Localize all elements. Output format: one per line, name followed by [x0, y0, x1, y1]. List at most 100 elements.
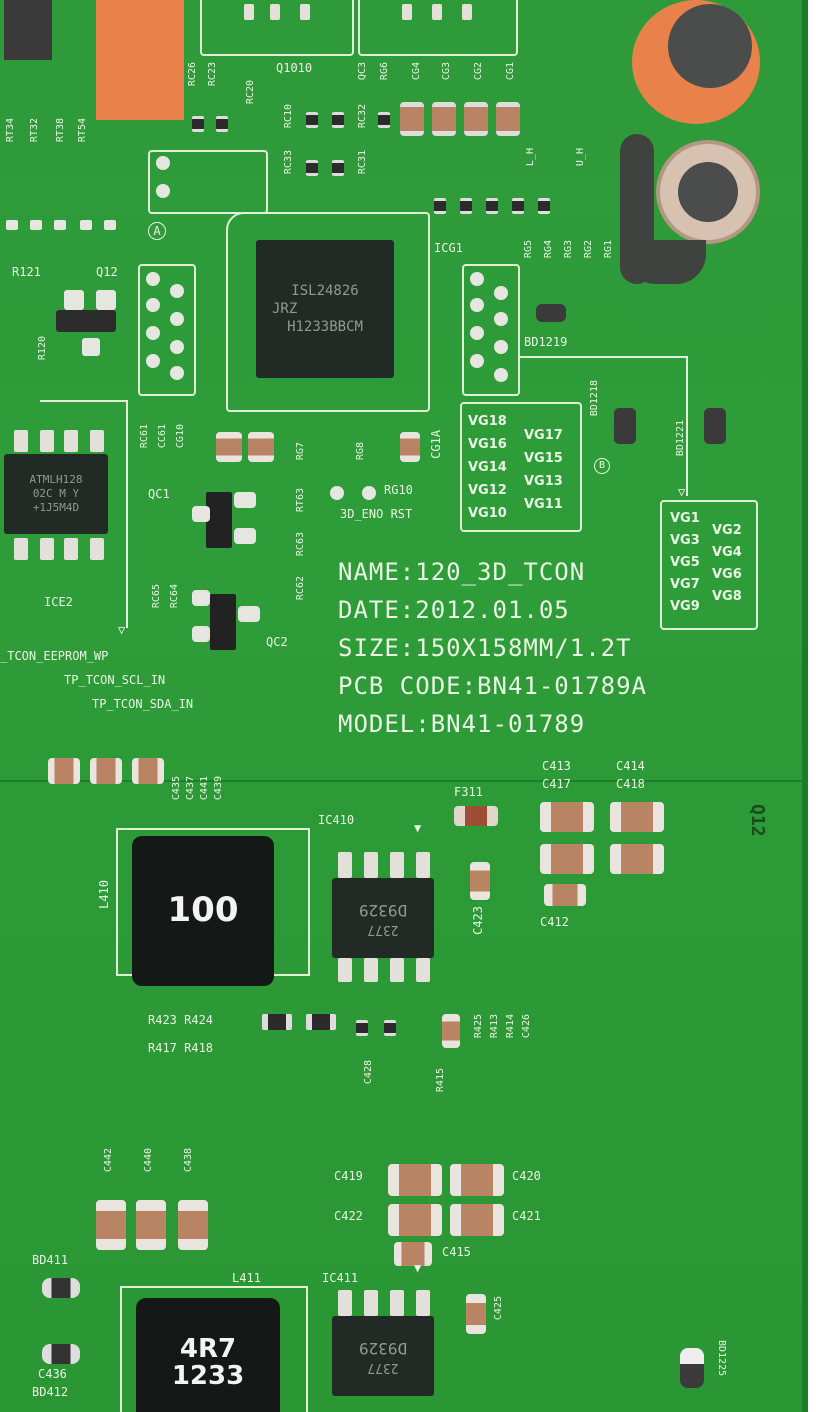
pin-pad [470, 272, 484, 286]
label-rg5: RG5 [523, 240, 534, 259]
label-c418: C418 [616, 777, 645, 791]
label-cg2: CG2 [473, 62, 484, 81]
label-rg1: RG1 [603, 240, 614, 259]
label-rc31: RC31 [357, 150, 368, 175]
ic410-chip: 2377 D9329 [332, 878, 434, 958]
resistor [332, 112, 344, 128]
label-cg4: CG4 [411, 62, 422, 81]
capacitor-c417 [540, 844, 594, 874]
resistor [384, 1020, 396, 1036]
resistor [306, 160, 318, 176]
capacitor-c414 [610, 802, 664, 832]
label-bd412: BD412 [32, 1385, 69, 1399]
label-c412: C412 [540, 915, 569, 929]
vg-label: VG18 [468, 414, 507, 429]
vg-label: VG1 [670, 511, 700, 526]
pin [338, 1290, 352, 1316]
capacitor-c412 [544, 884, 586, 906]
label-c426: C426 [521, 1014, 532, 1039]
label-rg8: RG8 [355, 442, 366, 461]
pin-pad [470, 298, 484, 312]
capacitor-c426 [442, 1014, 460, 1048]
label-r415: R415 [435, 1068, 446, 1093]
vg-left-col1: VG18 VG16 VG14 VG12 VG10 [468, 410, 507, 525]
label-r413: R413 [489, 1014, 500, 1039]
main-ic-line2: JRZ [272, 300, 298, 317]
label-rc23: RC23 [207, 62, 218, 87]
label-c437: C437 [185, 776, 196, 801]
vg-right-col2: VG2 VG4 VG6 VG8 [712, 520, 742, 608]
transistor-qc1 [206, 492, 232, 548]
label-l411: L411 [232, 1271, 261, 1285]
pin [64, 430, 78, 452]
label-c422: C422 [334, 1209, 363, 1223]
info-pcb-code: PCB CODE:BN41-01789A [338, 672, 647, 700]
pin [90, 430, 104, 452]
pad [54, 220, 66, 230]
label-r120: R120 [37, 336, 48, 361]
label-rc10: RC10 [283, 104, 294, 129]
pin1-marker-icon: ▼ [414, 1261, 422, 1275]
label-uh: U_H [575, 148, 586, 167]
label-c439: C439 [213, 776, 224, 801]
pin-pad [170, 312, 184, 326]
arrow-icon: ▽ [118, 623, 126, 637]
ferrite-bd1225 [680, 1348, 704, 1388]
vg-left-box [460, 402, 582, 532]
label-r425: R425 [473, 1014, 484, 1039]
pin-pad [170, 284, 184, 298]
label-c420: C420 [512, 1169, 541, 1183]
resistor [434, 198, 446, 214]
vg-left-col2: VG17 VG15 VG13 VG11 [524, 424, 563, 516]
pad [6, 220, 18, 230]
label-c442: C442 [103, 1148, 114, 1173]
pad [104, 220, 116, 230]
capacitor-c422 [388, 1204, 442, 1236]
pin [416, 852, 430, 878]
label-rc65: RC65 [151, 584, 162, 609]
label-qc1: QC1 [148, 487, 170, 501]
label-cc61: CC61 [157, 424, 168, 449]
label-rc64: RC64 [169, 584, 180, 609]
resistor [306, 112, 318, 128]
pin [402, 4, 412, 20]
vg-right-col1: VG1 VG3 VG5 VG7 VG9 [670, 508, 700, 618]
pin [390, 958, 404, 982]
pin [338, 958, 352, 982]
signal-line [686, 356, 688, 496]
ferrite-bd1218 [614, 408, 636, 444]
vg-label: VG17 [524, 428, 563, 443]
label-r417-r418: R417 R418 [148, 1041, 214, 1055]
capacitor-c441 [132, 758, 164, 784]
fuse-f311 [454, 806, 498, 826]
resistor [216, 116, 228, 132]
vg-label: VG12 [468, 483, 507, 498]
resistor [460, 198, 472, 214]
pin [40, 430, 54, 452]
pin-pad [146, 354, 160, 368]
pin [64, 538, 78, 560]
resistor [538, 198, 550, 214]
pin [364, 1290, 378, 1316]
signal-line [126, 400, 128, 628]
label-rt38: RT38 [55, 118, 66, 143]
vg-label: VG2 [712, 523, 742, 538]
label-ic411: IC411 [322, 1271, 359, 1285]
vg-right-box [660, 500, 758, 630]
pad [96, 290, 116, 310]
capacitor-c440 [136, 1200, 166, 1250]
pad [82, 338, 100, 356]
pin [416, 1290, 430, 1316]
ferrite-bd1219 [536, 304, 566, 322]
resistor [356, 1020, 368, 1036]
pin-pad [146, 298, 160, 312]
connector-outline [358, 0, 518, 56]
info-date: DATE:2012.01.05 [338, 596, 570, 624]
board-edge [802, 0, 808, 1412]
label-bd1221: BD1221 [675, 420, 686, 457]
test-point-sda: TP_TCON_SDA_IN [92, 697, 194, 711]
label-r414: R414 [505, 1014, 516, 1039]
capacitor [216, 432, 242, 462]
eeprom-line1: ATMLH128 [29, 472, 83, 486]
capacitor-c437 [90, 758, 122, 784]
